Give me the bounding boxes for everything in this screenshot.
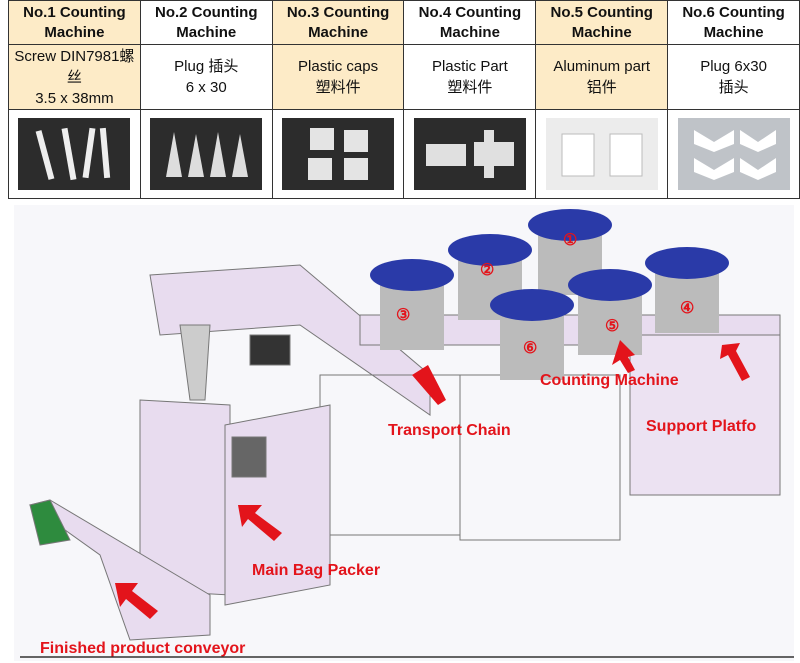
label-transport-chain: Transport Chain xyxy=(388,422,511,439)
label-main-bag-packer: Main Bag Packer xyxy=(252,562,380,579)
photo-plugs xyxy=(139,109,273,199)
bowl-6: ⑥ xyxy=(490,289,574,380)
arrow-counting xyxy=(612,340,635,373)
product-name: Plug 插头 xyxy=(174,58,239,75)
hopper xyxy=(179,324,211,401)
motor xyxy=(249,334,291,366)
conveyor-belt xyxy=(29,499,71,546)
header-2: No.2 Counting Machine xyxy=(139,0,273,45)
support-table-2 xyxy=(629,334,781,496)
plug-6x30-image xyxy=(693,130,776,180)
frames xyxy=(28,264,781,641)
product-4: Plastic Part 塑料件 xyxy=(403,44,537,110)
header-4: No.4 Counting Machine xyxy=(403,0,537,45)
product-name: Aluminum part xyxy=(553,58,651,75)
photo-screws xyxy=(8,109,141,199)
product-spec: 塑料件 xyxy=(315,79,361,96)
bowl-5: ⑤ xyxy=(568,269,652,355)
product-name: Screw DIN7981螺丝 xyxy=(14,47,135,86)
header-1: No.1 Counting Machine xyxy=(8,0,141,45)
product-table: No.1 Counting Machine No.2 Counting Mach… xyxy=(8,0,800,199)
product-6: Plug 6x30 插头 xyxy=(667,44,800,110)
product-1: Screw DIN7981螺丝 3.5 x 38mm xyxy=(8,44,141,110)
touch-screen xyxy=(231,436,267,478)
photo-caps xyxy=(271,109,405,199)
arrow-support xyxy=(720,343,750,381)
bowl-number: ⑤ xyxy=(605,318,619,335)
label-support-platform: Support Platfo xyxy=(646,418,756,435)
arrow-transport xyxy=(412,365,446,405)
screw-image xyxy=(36,127,111,181)
arrow-packer xyxy=(238,505,282,541)
vibratory-bowls: ① ② ④ ③ ⑤ ⑥ xyxy=(370,209,729,380)
arrows xyxy=(115,340,750,619)
product-spec: 塑料件 xyxy=(447,79,493,96)
product-name: Plastic Part xyxy=(431,58,508,75)
aluminum-image xyxy=(561,133,643,177)
bowl-number: ② xyxy=(480,262,494,279)
bowl-3: ③ xyxy=(370,259,454,350)
header-3: No.3 Counting Machine xyxy=(271,0,405,45)
incline-conveyor xyxy=(149,264,431,416)
photo-plug-6x30 xyxy=(667,109,800,199)
label-finished-product-conveyor: Finished product conveyor xyxy=(40,640,245,657)
product-3: Plastic caps 塑料件 xyxy=(271,44,405,110)
cap-image xyxy=(308,128,369,180)
machine-diagram: ① ② ④ ③ ⑤ ⑥ Counting Machine Transport C… xyxy=(14,205,794,661)
product-name: Plug 6x30 xyxy=(700,58,767,75)
product-spec: 铝件 xyxy=(586,79,617,96)
label-counting-machine: Counting Machine xyxy=(540,372,679,389)
header-6: No.6 Counting Machine xyxy=(667,0,800,45)
bowl-number: ④ xyxy=(680,300,694,317)
photo-aluminum xyxy=(535,109,669,199)
product-name: Plastic caps xyxy=(298,58,379,75)
product-spec: 6 x 30 xyxy=(185,79,227,96)
bowl-number: ⑥ xyxy=(523,340,537,357)
plastic-part-image xyxy=(425,130,514,178)
product-2: Plug 插头 6 x 30 xyxy=(139,44,273,110)
plug-image xyxy=(166,132,249,177)
photo-plastic-part xyxy=(403,109,537,199)
bowl-number: ③ xyxy=(396,307,410,324)
arrow-conveyor xyxy=(115,583,158,619)
bowl-number: ① xyxy=(563,232,577,249)
bowl-4: ④ xyxy=(645,247,729,333)
product-5: Aluminum part 铝件 xyxy=(535,44,669,110)
product-spec: 3.5 x 38mm xyxy=(35,89,114,107)
product-spec: 插头 xyxy=(718,79,749,96)
header-5: No.5 Counting Machine xyxy=(535,0,669,45)
